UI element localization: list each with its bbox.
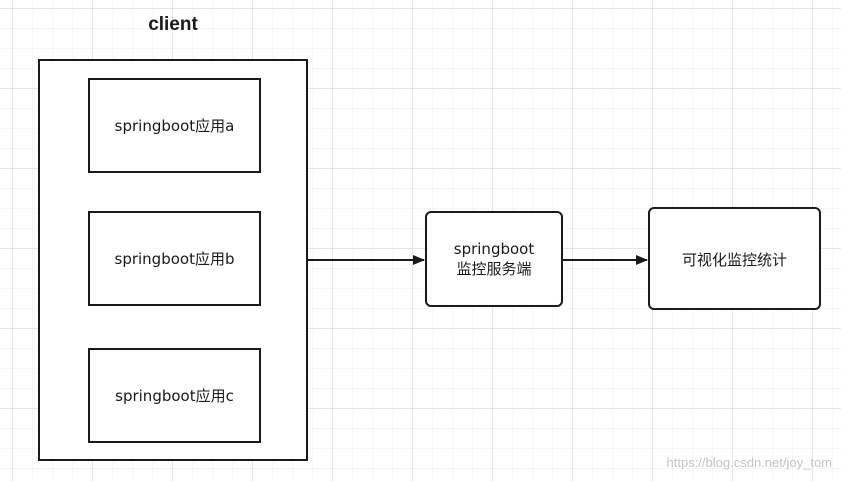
client-app-b: springboot应用b — [88, 211, 261, 306]
dashboard-node: 可视化监控统计 — [648, 207, 821, 310]
client-app-b-label: springboot应用b — [115, 250, 235, 268]
dashboard-box — [648, 207, 821, 310]
watermark: https://blog.csdn.net/joy_tom — [667, 455, 832, 470]
client-title: client — [148, 14, 198, 35]
client-app-c: springboot应用c — [88, 348, 261, 443]
dashboard-label: 可视化监控统计 — [682, 251, 787, 269]
client-app-c-label: springboot应用c — [115, 387, 234, 405]
client-app-a-label: springboot应用a — [115, 117, 235, 135]
monitor-server-box — [425, 211, 563, 307]
monitor-server-node: springboot 监控服务端 — [425, 211, 563, 307]
client-app-b-box — [88, 211, 261, 306]
client-app-a: springboot应用a — [88, 78, 261, 173]
client-app-a-box — [88, 78, 261, 173]
client-app-c-box — [88, 348, 261, 443]
monitor-server-label-line1: springboot — [454, 240, 535, 258]
monitor-server-label-line2: 监控服务端 — [456, 260, 531, 278]
